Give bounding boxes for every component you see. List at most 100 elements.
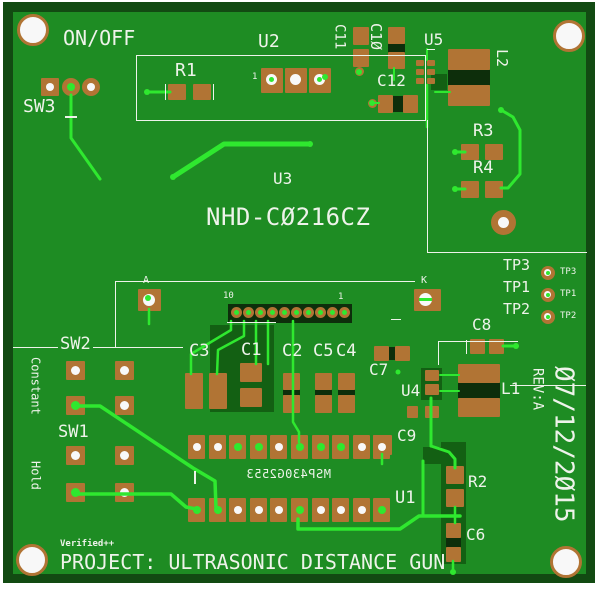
c7-pad xyxy=(374,346,389,361)
label-c3: C3 xyxy=(189,341,210,361)
label-sw3: SW3 xyxy=(23,96,56,117)
label-sw1: SW1 xyxy=(58,422,89,442)
label-u2: U2 xyxy=(258,31,280,52)
sw1-pad xyxy=(66,483,85,502)
header-pad xyxy=(231,307,242,318)
header-pad xyxy=(243,307,254,318)
silk-line xyxy=(438,341,439,365)
sw3-pad xyxy=(82,78,100,96)
label-r1: R1 xyxy=(175,60,197,81)
sw2-pad xyxy=(115,396,134,415)
l1-pad xyxy=(458,364,500,383)
r3-pad xyxy=(461,144,479,160)
sw2-pad xyxy=(66,361,85,380)
dip-pad xyxy=(373,498,390,522)
c7-pad xyxy=(395,346,410,361)
l1-body xyxy=(458,383,500,398)
label-tp2: TP2 xyxy=(503,300,531,318)
cathode-mark: K xyxy=(421,275,428,286)
label-c6: C6 xyxy=(466,525,486,544)
label-r2: R2 xyxy=(468,472,488,491)
c2-pad xyxy=(283,373,300,390)
c6-pad xyxy=(446,547,461,562)
silk-tick xyxy=(213,84,214,100)
u4-pad xyxy=(407,406,418,418)
label-sw2: SW2 xyxy=(58,334,93,354)
silk-tick xyxy=(65,116,77,118)
label-on-off: ON/OFF xyxy=(63,26,136,50)
sw2-pad xyxy=(115,361,134,380)
header-pad xyxy=(279,307,290,318)
c12-pad xyxy=(378,95,393,113)
c4-pad xyxy=(338,373,355,390)
c3-pad xyxy=(209,373,227,409)
dip-pad xyxy=(291,435,308,459)
label-tp1: TP1 xyxy=(503,278,531,296)
label-u2-pin1: 1 xyxy=(252,72,258,82)
label-r4: R4 xyxy=(473,158,494,178)
sw1-pad xyxy=(66,446,85,465)
c1-pad xyxy=(240,363,262,382)
u5-pad xyxy=(416,69,424,75)
label-header-pin1: 1 xyxy=(338,292,344,302)
r2-pad xyxy=(446,466,464,484)
c3-pad xyxy=(185,373,203,409)
dip-pad xyxy=(353,498,370,522)
tp1-pad xyxy=(541,288,555,302)
header-pad xyxy=(339,307,350,318)
label-project: PROJECT: ULTRASONIC DISTANCE GUN xyxy=(60,550,446,574)
header-pad xyxy=(303,307,314,318)
r2-pad xyxy=(446,489,464,507)
dip-pad xyxy=(332,435,349,459)
silk-tick xyxy=(427,49,435,50)
c1-pad xyxy=(240,388,262,407)
dip-pad xyxy=(209,435,226,459)
dip-pad xyxy=(291,498,308,522)
silk-line xyxy=(115,281,116,347)
c6-pad xyxy=(446,523,461,538)
sw1-pad xyxy=(115,483,134,502)
c2-pad xyxy=(283,395,300,413)
label-c4: C4 xyxy=(336,341,357,361)
label-constant: Constant xyxy=(28,357,43,415)
c10-pad xyxy=(388,27,405,44)
label-date: Ø7/12/2Ø15 xyxy=(548,366,579,523)
l2-pad xyxy=(448,85,490,106)
dip-pad xyxy=(332,498,349,522)
silk-box-u2 xyxy=(136,55,426,121)
label-lcd-part: NHD-CØ216CZ xyxy=(206,203,371,231)
c5-pad xyxy=(315,395,332,413)
dip-pad xyxy=(270,435,287,459)
u5-pad xyxy=(427,69,435,75)
l2-pad xyxy=(448,49,490,70)
label-tp3: TP3 xyxy=(503,256,531,274)
u4-pad xyxy=(425,370,439,381)
dip-pad xyxy=(312,435,329,459)
u2-pad xyxy=(261,68,283,93)
l2-body xyxy=(448,70,490,85)
dip-pad xyxy=(188,435,205,459)
sw2-pad xyxy=(66,396,85,415)
l1-pad xyxy=(458,398,500,417)
c12-body xyxy=(393,96,403,112)
header-pad xyxy=(255,307,266,318)
c10-pad xyxy=(388,52,405,69)
u5-pad xyxy=(427,78,435,84)
tp2-pad xyxy=(541,310,555,324)
dip-pad xyxy=(250,498,267,522)
dip-pad xyxy=(209,498,226,522)
c7-body xyxy=(389,347,395,360)
u5-pad xyxy=(416,60,424,66)
label-l1: L1 xyxy=(501,379,521,398)
label-r3: R3 xyxy=(473,121,494,141)
label-c1: C1 xyxy=(241,340,262,360)
silk-line xyxy=(510,385,586,386)
r3-pad xyxy=(485,144,503,160)
silk-line xyxy=(227,322,276,323)
c2-body xyxy=(283,390,300,395)
dip-pad xyxy=(312,498,329,522)
label-u5: U5 xyxy=(424,30,444,49)
mounting-hole xyxy=(550,546,582,578)
label-c5: C5 xyxy=(313,341,334,361)
label-c9: C9 xyxy=(397,426,417,445)
